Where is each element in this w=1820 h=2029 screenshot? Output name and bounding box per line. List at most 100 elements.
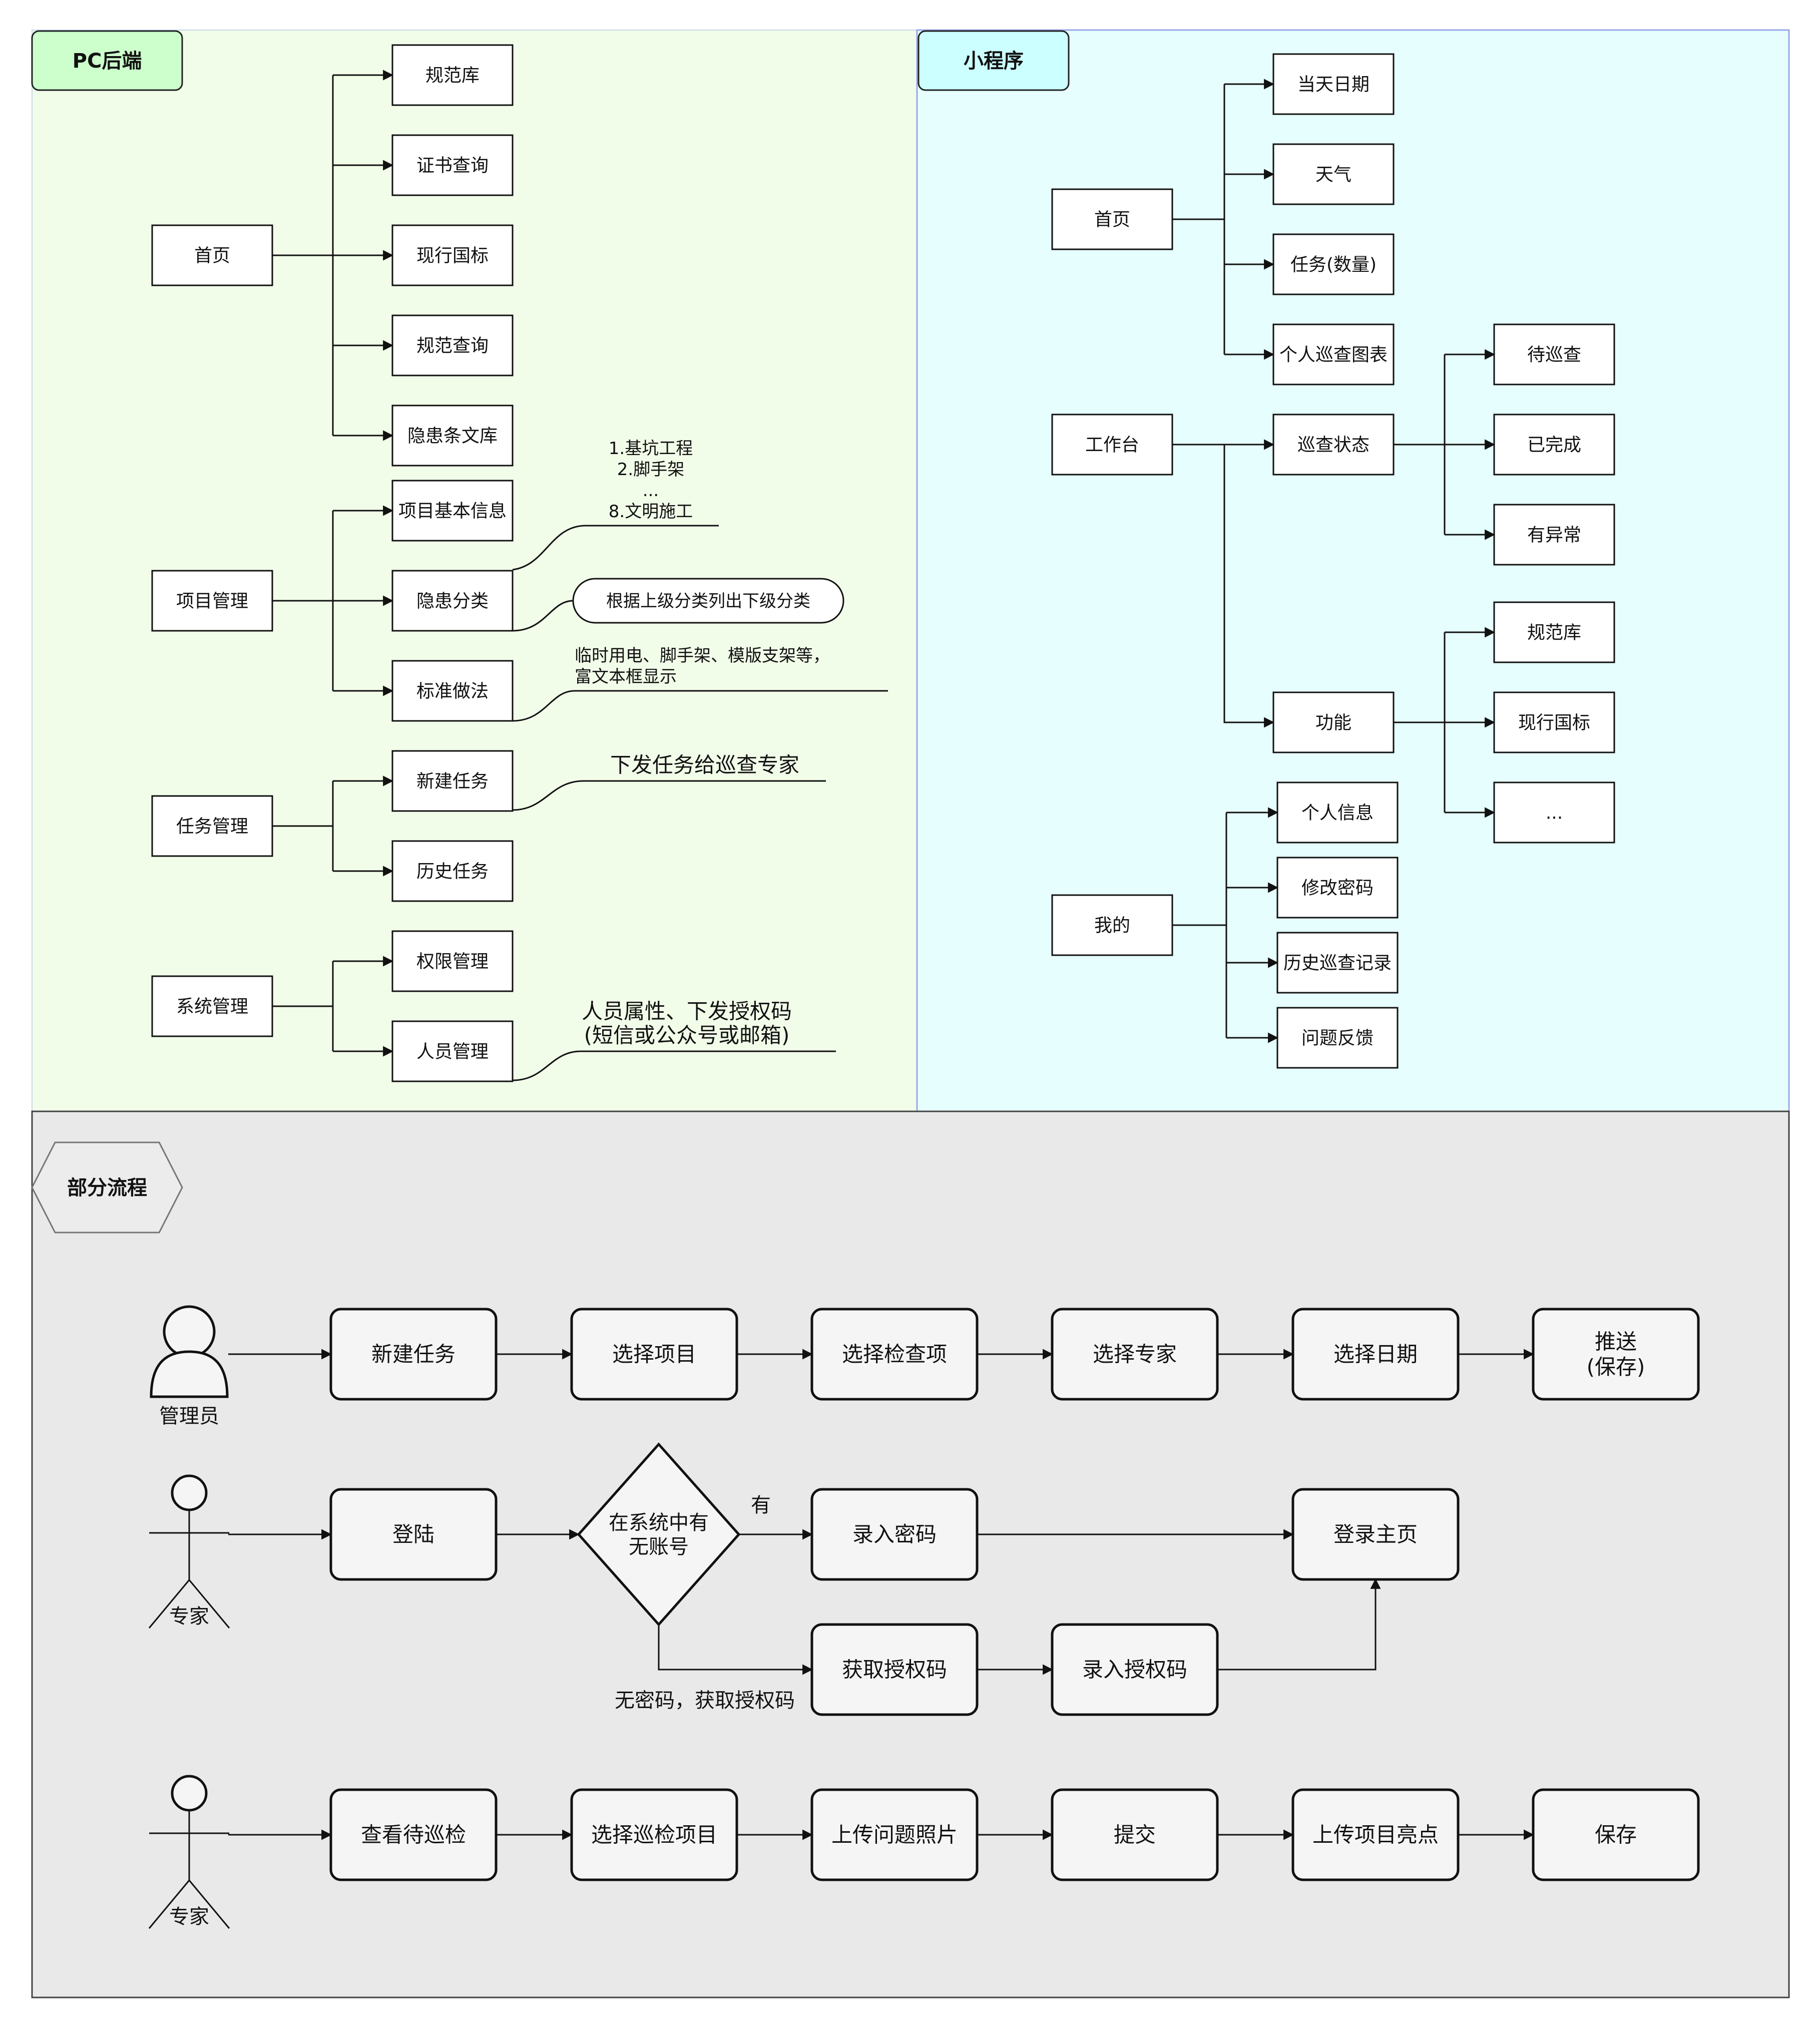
pc-system-node-label: 系统管理 (176, 997, 248, 1017)
row3-expert-icon-leg-right (188, 1880, 230, 1929)
pc-staff-note-line-0: 人员属性、下发授权码 (582, 999, 792, 1024)
mini-function-child-0 (1493, 601, 1615, 663)
mini-patrol-status-node-label: 巡查状态 (1297, 435, 1370, 456)
row2-no-label: 无密码，获取授权码 (615, 1689, 795, 1712)
mini-home-child-0-label: 当天日期 (1297, 75, 1370, 95)
mini-function-child-0-label: 规范库 (1527, 623, 1581, 643)
row1-actor-label: 管理员 (159, 1405, 219, 1428)
row3-step-1-label: 选择巡检项目 (591, 1823, 717, 1847)
row3-step-2-label: 上传问题照片 (831, 1823, 958, 1847)
pc-home-child-1-label: 证书查询 (416, 156, 489, 176)
row1-admin-icon-head (163, 1305, 216, 1358)
mini-mine-child-3-label: 问题反馈 (1301, 1028, 1374, 1049)
pc-project-child-1 (391, 570, 514, 632)
pc-standard-note-line-1: 富文本框显示 (575, 667, 677, 687)
row2-yes-label: 有 (751, 1494, 771, 1517)
pc-hazard-sub-note-connector (512, 600, 574, 632)
pc-hazard-note-line-2: ... (643, 481, 659, 501)
pc-project-node-label: 项目管理 (176, 591, 248, 612)
row2-edge-code-home (1217, 1578, 1381, 1671)
pc-hazard-note-line-0: 1.基坑工程 (609, 439, 693, 459)
pc-home-child-2-label: 现行国标 (416, 246, 489, 266)
row3-step-5-label: 保存 (1595, 1823, 1637, 1847)
mini-status-child-1-label: 已完成 (1527, 435, 1581, 456)
row1-step-0-label: 新建任务 (371, 1342, 456, 1367)
row2-enter-code-node-label: 录入授权码 (1082, 1658, 1187, 1682)
pc-task-note: 下发任务给巡查专家 (610, 753, 799, 777)
row1-step-4-label: 选择日期 (1333, 1342, 1418, 1367)
mini-status-child-0 (1493, 323, 1615, 385)
pc-hazard-note-line-3: 8.文明施工 (609, 502, 693, 522)
mini-mine-node-label: 我的 (1094, 916, 1130, 936)
mini-home-child-0 (1272, 53, 1395, 115)
pc-project-child-2 (391, 660, 514, 722)
row2-expert-icon-leg-right (188, 1579, 230, 1629)
pc-staff-note-line-1: (短信或公众号或邮箱) (584, 1023, 790, 1048)
row3-expert-icon-leg-left (148, 1880, 190, 1929)
mini-function-child-1-label: 现行国标 (1518, 713, 1590, 733)
row2-decision-label: 在系统中有无账号 (609, 1511, 709, 1558)
mini-home-node (1051, 188, 1173, 250)
flow-header-hexagon (31, 1141, 183, 1234)
pc-project-child-0 (391, 480, 514, 542)
mini-mine-child-1-label: 修改密码 (1301, 878, 1374, 899)
pc-home-child-0-label: 规范库 (425, 66, 480, 86)
mini-status-child-2-label: 有异常 (1527, 525, 1581, 546)
mini-mine-child-2 (1276, 932, 1399, 994)
row1-step-1-label: 选择项目 (612, 1342, 696, 1367)
row2-edge-no (658, 1625, 813, 1675)
mini-home-child-1-label: 天气 (1315, 165, 1351, 185)
mini-status-child-0-label: 待巡查 (1527, 345, 1581, 365)
pc-system-child-1-label: 人员管理 (416, 1042, 489, 1062)
mini-function-child-2-label: ... (1546, 803, 1563, 824)
flow-header-title: 部分流程 (67, 1176, 147, 1199)
pc-standard-note-line-0: 临时用电、脚手架、模版支架等， (575, 646, 830, 666)
mini-mine-child-2-label: 历史巡查记录 (1283, 953, 1392, 974)
row1-step-5-label: 推送(保存) (1587, 1330, 1645, 1379)
pc-hazard-note-connector (512, 525, 586, 571)
mini-mine-child-0-label: 个人信息 (1301, 803, 1374, 824)
pc-hazard-sub-note: 根据上级分类列出下级分类 (606, 591, 810, 611)
pc-project-child-1-label: 隐患分类 (416, 591, 489, 612)
mini-home-child-2 (1272, 233, 1395, 295)
pc-task-child-1-label: 历史任务 (416, 862, 489, 882)
pc-system-child-0 (391, 930, 514, 992)
mini-home-child-3-label: 个人巡查图表 (1279, 345, 1388, 365)
pc-task-child-0-label: 新建任务 (416, 771, 489, 792)
pc-header-badge (31, 30, 183, 91)
row2-get-code-node-label: 获取授权码 (842, 1658, 947, 1682)
pc-home-child-4-label: 隐患条文库 (407, 426, 498, 447)
mini-mine-child-3 (1276, 1007, 1399, 1069)
pc-home-node-label: 首页 (194, 246, 230, 266)
mini-home-child-2-label: 任务(数量) (1290, 255, 1377, 275)
pc-home-child-0 (391, 44, 514, 106)
row1-step-3-label: 选择专家 (1093, 1342, 1177, 1367)
row3-step-0-label: 查看待巡检 (361, 1823, 466, 1847)
pc-task-node (151, 795, 273, 857)
row2-home-node-label: 登录主页 (1333, 1522, 1418, 1547)
pc-system-child-1 (391, 1020, 514, 1082)
mini-home-node-label: 首页 (1094, 210, 1130, 230)
mini-workbench-node-label: 工作台 (1085, 435, 1139, 456)
pc-hazard-note-line-1: 2.脚手架 (617, 460, 684, 480)
pc-system-node (151, 975, 273, 1037)
pc-home-child-3-label: 规范查询 (416, 336, 489, 356)
row2-login-node-label: 登陆 (392, 1522, 434, 1547)
pc-task-note-connector (512, 780, 584, 811)
row2-expert-icon-head (171, 1474, 208, 1511)
row3-actor-label: 专家 (169, 1905, 209, 1928)
pc-staff-note-connector (512, 1050, 581, 1081)
mini-function-node-label: 功能 (1315, 713, 1351, 733)
mini-function-node (1272, 691, 1395, 753)
mini-workbench-to-function (1223, 445, 1275, 728)
mini-workbench-node (1051, 414, 1173, 476)
row3-expert-icon-head (171, 1775, 208, 1812)
pc-header-title: PC后端 (73, 50, 142, 73)
pc-home-child-3 (391, 314, 514, 376)
pc-task-node-label: 任务管理 (176, 817, 248, 837)
mini-function-child-1 (1493, 691, 1615, 753)
row2-actor-label: 专家 (169, 1605, 209, 1628)
pc-standard-note-connector (512, 690, 575, 722)
